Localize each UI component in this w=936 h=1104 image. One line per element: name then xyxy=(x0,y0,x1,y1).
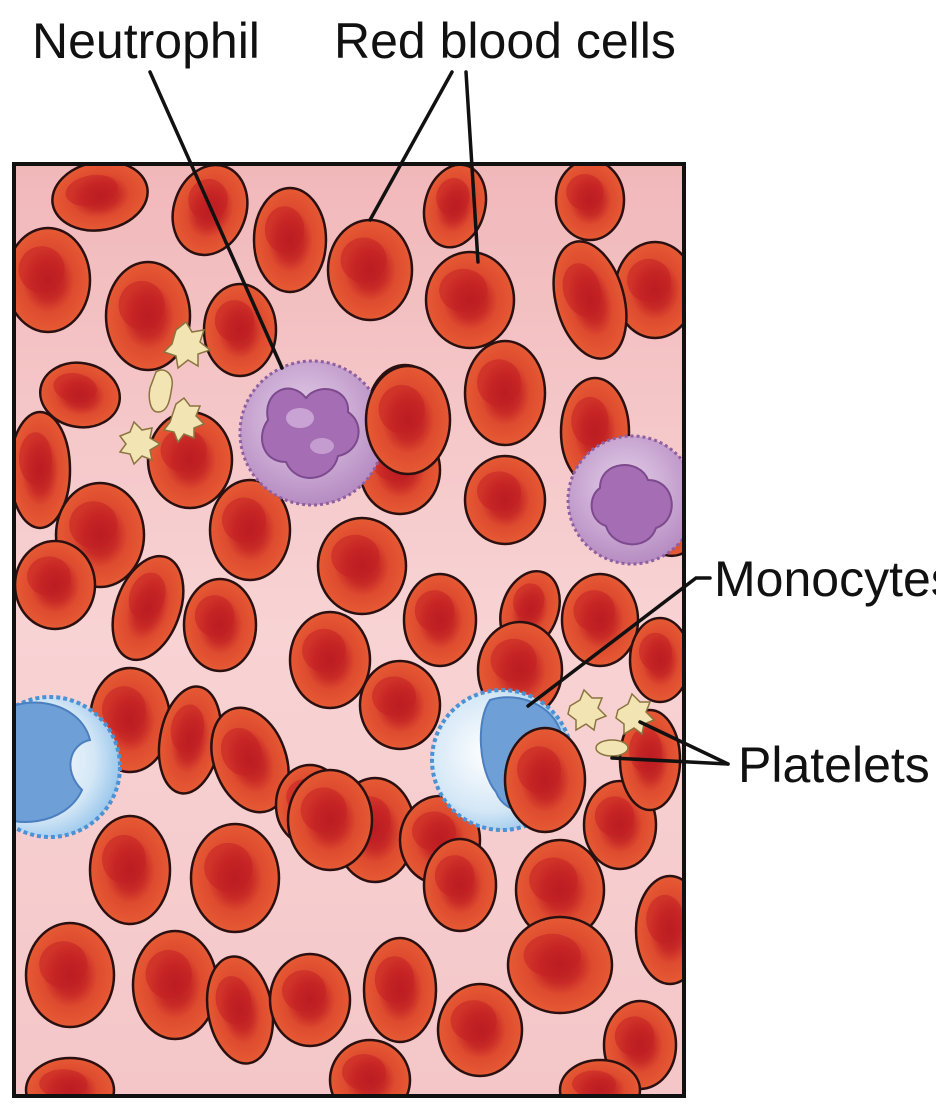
red-blood-cell xyxy=(366,366,450,474)
red-blood-cell xyxy=(270,954,350,1046)
red-blood-cell xyxy=(556,160,624,240)
red-blood-cell xyxy=(191,824,279,932)
red-blood-cell xyxy=(360,661,440,749)
red-blood-cell xyxy=(438,984,522,1076)
red-blood-cell xyxy=(465,341,545,445)
neutrophil-cell xyxy=(240,361,384,505)
red-blood-cell xyxy=(505,728,585,832)
red-blood-cell xyxy=(426,252,514,348)
red-blood-cell xyxy=(133,931,217,1039)
red-blood-cell xyxy=(630,618,690,702)
monocytes-label: Monocytes xyxy=(714,551,936,607)
red-blood-cells-label: Red blood cells xyxy=(334,13,676,69)
monocyte-cell-left xyxy=(0,697,120,837)
red-blood-cell xyxy=(6,228,90,332)
red-blood-cell xyxy=(184,579,256,671)
red-blood-cell xyxy=(288,770,372,870)
red-blood-cell xyxy=(26,923,114,1027)
platelets-label: Platelets xyxy=(738,737,930,793)
red-blood-cell xyxy=(636,876,704,984)
red-blood-cell xyxy=(404,574,476,666)
red-blood-cell xyxy=(90,816,170,924)
red-blood-cell xyxy=(318,518,406,614)
neutrophil-label: Neutrophil xyxy=(32,13,260,69)
red-blood-cell xyxy=(465,456,545,544)
red-blood-cell xyxy=(424,839,496,931)
red-blood-cell xyxy=(15,541,95,629)
red-blood-cell xyxy=(290,612,370,708)
red-blood-cell xyxy=(254,188,326,292)
neutrophil-cell-right xyxy=(568,436,696,564)
red-blood-cell xyxy=(328,220,412,320)
red-blood-cell xyxy=(508,917,612,1013)
red-blood-cell xyxy=(364,938,436,1042)
platelet xyxy=(596,740,628,756)
